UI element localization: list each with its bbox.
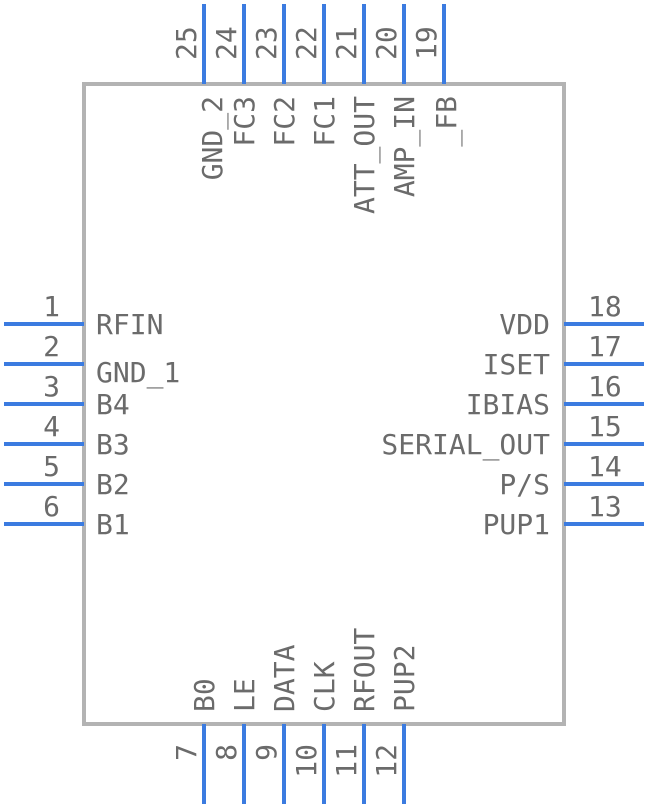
pin-group: [4, 4, 644, 804]
pin-21-label: ATT_OUT: [348, 96, 382, 214]
pin-15-number: 15: [588, 410, 622, 443]
pin-18-number: 18: [588, 290, 622, 323]
pin-19-label: _FB: [430, 96, 464, 147]
pin-4-label: B3: [96, 428, 130, 461]
pin-23-number: 23: [250, 26, 283, 60]
pin-2-label: GND_1: [96, 356, 180, 390]
pin-2-number: 2: [43, 330, 60, 363]
pin-22-label: FC1: [308, 96, 341, 147]
pin-22-number: 22: [290, 26, 323, 60]
pin-20-number: 20: [370, 26, 403, 60]
pin-15-label: SERIAL_OUT: [381, 428, 550, 462]
pin-5-label: B2: [96, 468, 130, 501]
pin-20-label: AMP_IN: [388, 96, 422, 197]
pin-17-number: 17: [588, 330, 622, 363]
pin-1-number: 1: [43, 290, 60, 323]
pin-7-number: 7: [170, 744, 203, 761]
pin-11-label: RFOUT: [348, 628, 381, 712]
pin-11-number: 11: [330, 744, 363, 778]
pin-8-label: LE: [228, 678, 261, 712]
pin-17-label: ISET: [483, 348, 551, 381]
pin-19-number: 19: [410, 26, 443, 60]
pin-3-label: B4: [96, 388, 130, 421]
pin-3-number: 3: [43, 370, 60, 403]
pin-25-label: GND_2: [196, 96, 230, 180]
pin-9-number: 9: [250, 744, 283, 761]
pin-23-label: FC2: [268, 96, 301, 147]
pin-8-number: 8: [210, 744, 243, 761]
pin-5-number: 5: [43, 450, 60, 483]
pin-10-label: CLK: [308, 661, 341, 712]
pin-10-number: 10: [290, 744, 323, 778]
pin-13-label: PUP1: [483, 508, 550, 541]
pin-12-number: 12: [370, 744, 403, 778]
ic-body-outline: [82, 82, 566, 726]
pin-14-label: P/S: [499, 468, 550, 501]
pin-13-number: 13: [588, 490, 622, 523]
pin-9-label: DATA: [268, 644, 301, 712]
pin-6-number: 6: [43, 490, 60, 523]
pin-24-label: FC3: [228, 96, 261, 147]
pin-1-label: RFIN: [96, 308, 163, 341]
pin-14-number: 14: [588, 450, 622, 483]
pin-16-label: IBIAS: [466, 388, 550, 421]
pin-4-number: 4: [43, 410, 60, 443]
pin-24-number: 24: [210, 26, 243, 60]
pin-7-label: B0: [188, 678, 221, 712]
pin-25-number: 25: [170, 26, 203, 60]
pin-21-number: 21: [330, 26, 363, 60]
pin-16-number: 16: [588, 370, 622, 403]
pin-12-label: PUP2: [388, 645, 421, 712]
pin-6-label: B1: [96, 508, 130, 541]
pin-18-label: VDD: [499, 308, 550, 341]
